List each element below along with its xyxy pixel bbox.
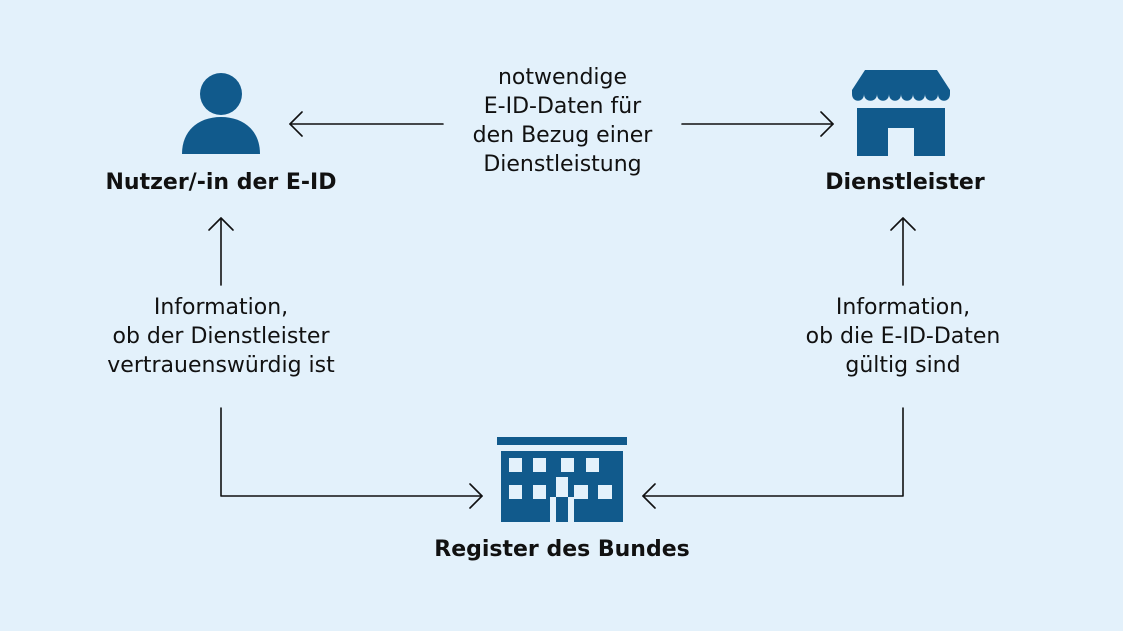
user-label: Nutzer/-in der E-ID — [105, 170, 337, 195]
flow-label-top: notwendige E-ID-Daten für den Bezug eine… — [430, 63, 695, 179]
flow-line: vertrauenswürdig ist — [107, 353, 335, 378]
arrow-to-provider — [681, 111, 834, 137]
arrow-left-to-registry — [220, 407, 483, 509]
flow-line: Information, — [835, 295, 971, 320]
flow-line: notwendige — [497, 65, 628, 90]
arrow-to-user — [289, 111, 444, 137]
flow-line: E-ID-Daten für — [483, 94, 642, 119]
registry-label: Register des Bundes — [434, 537, 690, 562]
flow-line: gültig sind — [845, 353, 961, 378]
flow-label-left: Information, ob der Dienstleister vertra… — [80, 293, 362, 380]
flow-line: ob die E-ID-Daten — [805, 324, 1001, 349]
flow-label-right: Information, ob die E-ID-Daten gültig si… — [770, 293, 1036, 380]
flow-line: Dienstleistung — [483, 152, 642, 177]
provider-label: Dienstleister — [825, 170, 985, 195]
person-icon — [182, 73, 260, 154]
arrow-right-to-registry — [642, 407, 904, 509]
shop-icon — [852, 70, 950, 156]
flow-line: Information, — [153, 295, 289, 320]
arrow-registry-to-user — [208, 217, 234, 286]
flow-line: den Bezug einer — [472, 123, 653, 148]
flow-line: ob der Dienstleister — [112, 324, 330, 349]
government-building-icon — [497, 437, 627, 522]
arrow-registry-to-provider — [890, 217, 916, 286]
